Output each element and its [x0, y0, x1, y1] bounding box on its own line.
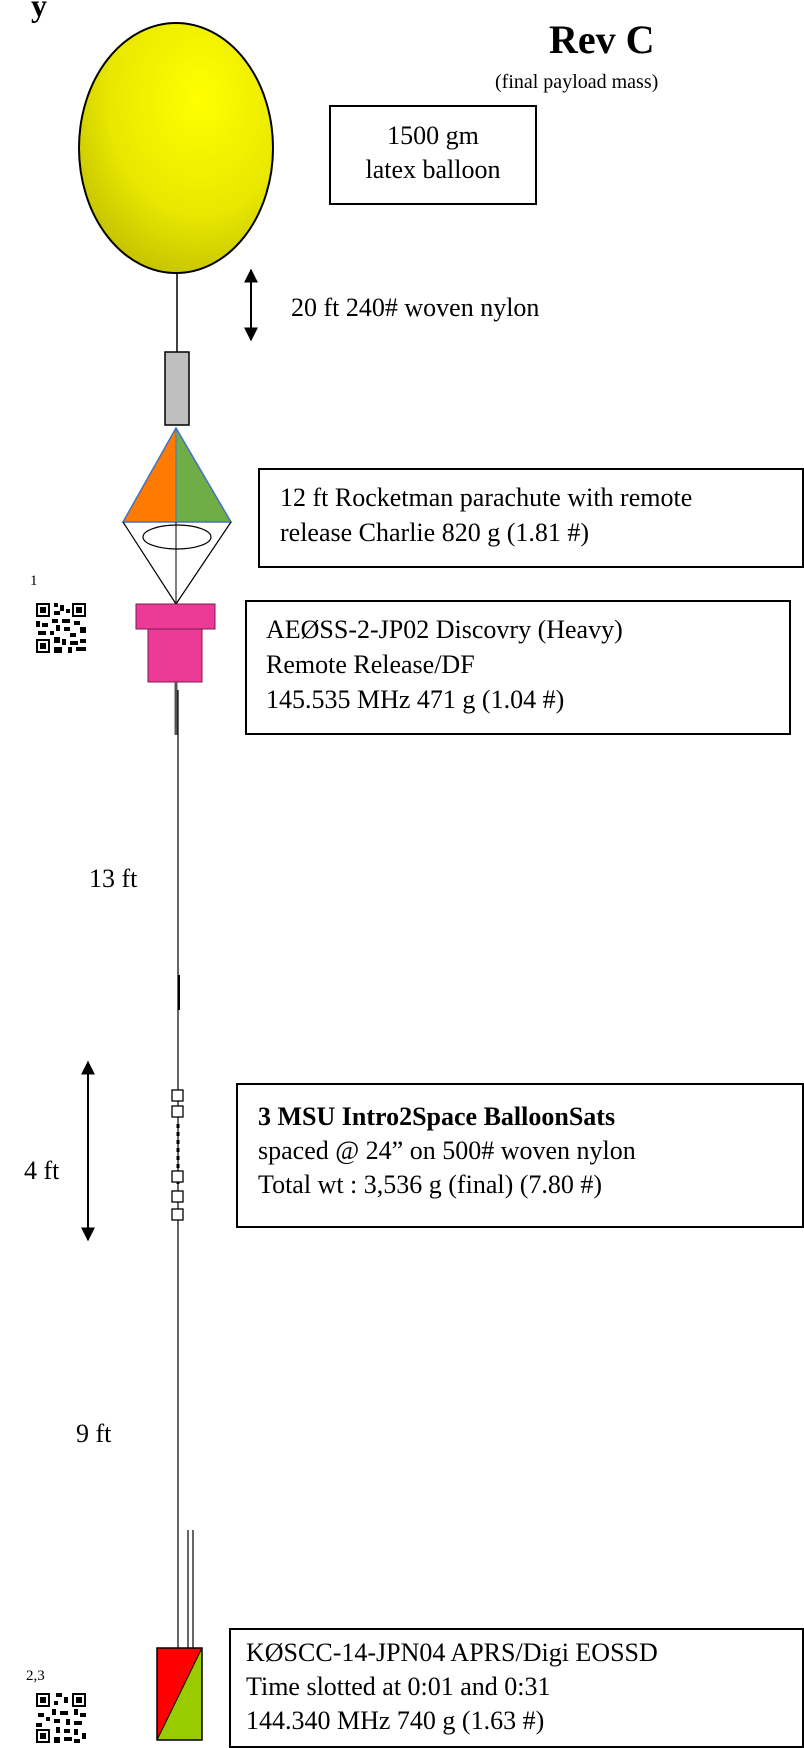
parachute-label: 12 ft Rocketman parachute with remote re… [258, 468, 804, 568]
partial-title: y [31, 0, 47, 23]
latex-balloon [78, 22, 274, 274]
swivel-connector [164, 351, 190, 426]
balloon-label: 1500 gm latex balloon [329, 105, 537, 205]
payload-2-label: KØSCC-14-JPN04 APRS/Digi EOSSD Time slot… [229, 1628, 804, 1748]
balloon-label-line-1: 1500 gm [387, 121, 479, 150]
payload-2-label-line-3: 144.340 MHz 740 g (1.63 #) [246, 1705, 545, 1735]
payload-2-label-line-2: Time slotted at 0:01 and 0:31 [246, 1671, 551, 1701]
payload-1-body [147, 628, 203, 683]
qr-code-icon [36, 1693, 86, 1743]
balloonsats-title: 3 MSU Intro2Space BalloonSats [258, 1102, 616, 1131]
payload-1-label-line-2: Remote Release/DF [266, 650, 475, 680]
payload-1-label-line-3: 145.535 MHz 471 g (1.04 #) [266, 685, 565, 715]
payload-1-ref: 1 [30, 573, 38, 589]
balloonsat-3 [171, 1170, 184, 1183]
parachute-label-line-2: release Charlie 820 g (1.81 #) [280, 518, 590, 548]
balloonsat-dimension-label: 4 ft [24, 1156, 60, 1185]
balloonsats-line-2: Total wt : 3,536 g (final) (7.80 #) [258, 1169, 603, 1199]
payload-2-label-line-1: KØSCC-14-JPN04 APRS/Digi EOSSD [246, 1638, 658, 1667]
balloonsat-1 [171, 1089, 184, 1102]
qr-code-icon [36, 603, 86, 653]
balloonsats-line-1: spaced @ 24” on 500# woven nylon [258, 1135, 636, 1165]
parachute-label-line-1: 12 ft Rocketman parachute with remote [280, 483, 693, 512]
payload-2-ref: 2,3 [26, 1668, 45, 1684]
balloonsats-label: 3 MSU Intro2Space BalloonSats spaced @ 2… [236, 1083, 804, 1228]
tether-top-label: 20 ft 240# woven nylon [291, 293, 540, 322]
parachute-shroud-lines [122, 521, 177, 605]
payload-1-cap [135, 603, 216, 630]
balloon-label-line-2: latex balloon [365, 154, 501, 184]
payload-1-label: AEØSS-2-JP02 Discovry (Heavy) Remote Rel… [245, 600, 791, 735]
segment-13ft-label: 13 ft [89, 864, 138, 893]
balloonsat-2 [171, 1105, 184, 1118]
payload-1-label-line-1: AEØSS-2-JP02 Discovry (Heavy) [266, 615, 623, 644]
revision-note: (final payload mass) [495, 71, 659, 93]
revision-title: Rev C [549, 17, 655, 62]
segment-9ft-label: 9 ft [76, 1419, 112, 1448]
